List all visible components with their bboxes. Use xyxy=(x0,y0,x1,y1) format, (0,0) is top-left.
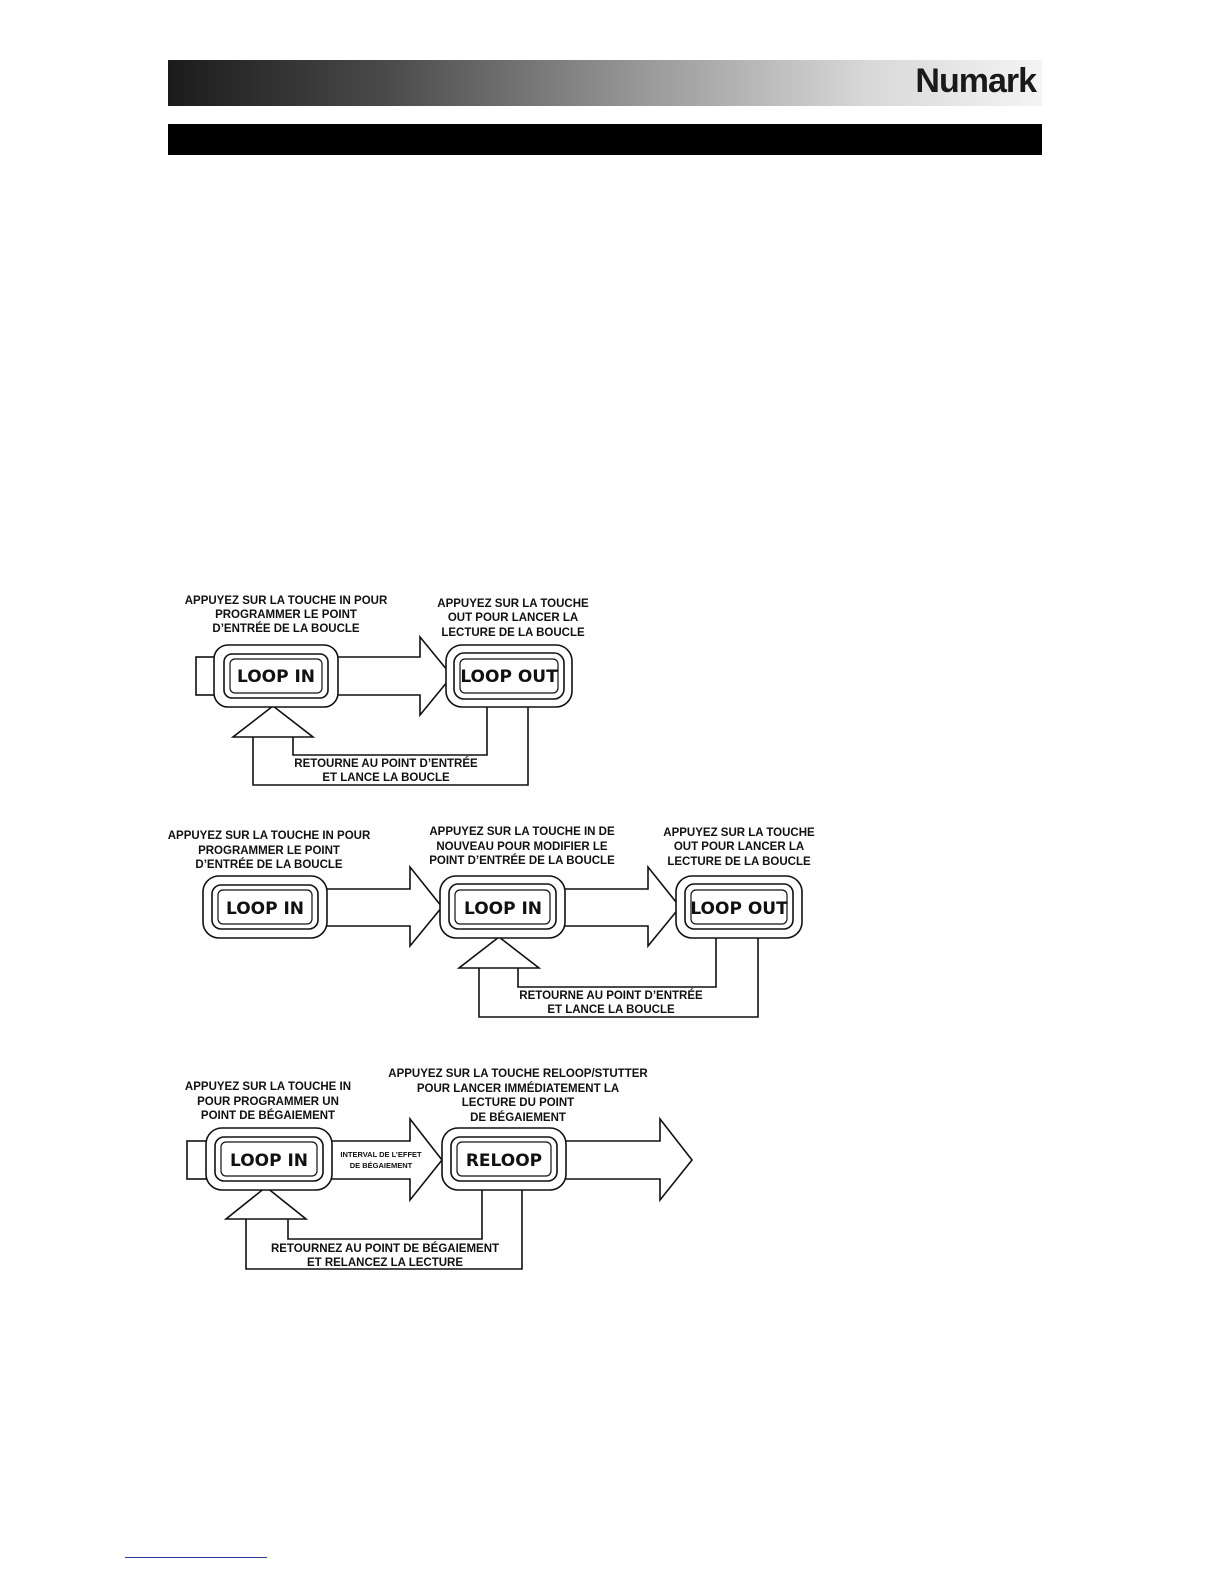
diagram-1-caption-2-line-3: LECTURE DE LA BOUCLE xyxy=(441,627,585,639)
diagram-2-caption-2-line-2: NOUVEAU POUR MODIFIER LE xyxy=(436,841,608,853)
diagram-1-caption-2-line-1: APPUYEZ SUR LA TOUCHE xyxy=(437,598,589,610)
diagram-3-caption-2-line-3: LECTURE DU POINT xyxy=(462,1097,574,1109)
diagram-3-return-outer xyxy=(245,1190,523,1270)
diagram-2-caption-3-line-3: LECTURE DE LA BOUCLE xyxy=(667,856,811,868)
diagram-1-loop-caption-line-2: ET LANCE LA BOUCLE xyxy=(322,772,450,784)
diagram-3 xyxy=(186,1116,694,1270)
diagram-1-return-outer xyxy=(252,706,529,786)
diagram-3-reloop-button xyxy=(441,1127,567,1191)
diagram-2-loop-in-button-2 xyxy=(439,875,566,939)
diagram-1-button-1-label: LOOP IN xyxy=(237,667,315,687)
diagram-2-caption-2-line-3: POINT D’ENTRÉE DE LA BOUCLE xyxy=(429,854,615,867)
diagram-1-loop-out-button xyxy=(445,644,573,708)
diagram-3-caption-2-line-4: DE BÉGAIEMENT xyxy=(470,1111,566,1124)
diagram-2-button-2-label: LOOP IN xyxy=(464,899,542,919)
diagram-3-return-inner xyxy=(287,1190,483,1240)
diagram-3-caption-1-line-1: APPUYEZ SUR LA TOUCHE IN xyxy=(185,1081,351,1093)
diagram-2-caption-3-line-1: APPUYEZ SUR LA TOUCHE xyxy=(663,827,815,839)
diagram-1-loop-caption-line-1: RETOURNE AU POINT D’ENTRÉE xyxy=(294,757,478,770)
diagram-2-loop-in-button-1 xyxy=(202,875,328,939)
diagram-3-caption-1-line-2: POUR PROGRAMMER UN xyxy=(197,1096,339,1108)
header-bar: Numark xyxy=(168,60,1042,106)
diagram-1-caption-2-line-2: OUT POUR LANCER LA xyxy=(448,612,578,624)
diagram-2-caption-2-line-1: APPUYEZ SUR LA TOUCHE IN DE xyxy=(429,826,615,838)
diagram-2-loop-caption-line-1: RETOURNE AU POINT D’ENTRÉE xyxy=(519,989,703,1002)
diagram-1-button-2-label: LOOP OUT xyxy=(460,667,558,687)
brand-logo: Numark xyxy=(915,62,1037,100)
diagram-2-button-1-label: LOOP IN xyxy=(226,899,304,919)
diagram-3-forward-arrow xyxy=(327,1116,444,1203)
diagram-1-caption-1-line-3: D’ENTRÉE DE LA BOUCLE xyxy=(212,622,359,635)
diagram-2-loop-out-button xyxy=(675,875,803,939)
diagram-2-caption-1-line-1: APPUYEZ SUR LA TOUCHE IN POUR xyxy=(168,830,371,842)
diagram-1-loop-in-button xyxy=(213,644,339,708)
diagram-2-return-inner xyxy=(517,937,717,988)
diagram-1-caption-1-line-2: PROGRAMMER LE POINT xyxy=(215,609,357,621)
diagram-3-interval-line-2: DE BÉGAIEMENT xyxy=(350,1161,413,1170)
diagram-1 xyxy=(195,634,573,786)
section-title-bar xyxy=(168,124,1042,155)
diagram-1-return-inner xyxy=(292,706,488,756)
diagram-2-caption-3-line-2: OUT POUR LANCER LA xyxy=(674,841,804,853)
footnote-separator xyxy=(125,1557,267,1558)
diagram-3-button-1-label: LOOP IN xyxy=(230,1151,308,1171)
diagram-3-caption-2-line-2: POUR LANCER IMMÉDIATEMENT LA xyxy=(417,1082,619,1095)
diagram-2-forward-arrow-2 xyxy=(561,864,682,949)
diagram-3-button-2-label: RELOOP xyxy=(466,1151,542,1171)
diagram-3-outgoing-arrow xyxy=(561,1116,694,1203)
diagram-2-loop-caption-line-2: ET LANCE LA BOUCLE xyxy=(547,1004,675,1016)
diagram-3-loop-caption-line-2: ET RELANCEZ LA LECTURE xyxy=(307,1257,463,1269)
diagram-1-return-arrowhead xyxy=(230,704,316,738)
diagram-2-button-3-label: LOOP OUT xyxy=(690,899,788,919)
diagram-3-caption-2-line-1: APPUYEZ SUR LA TOUCHE RELOOP/STUTTER xyxy=(388,1068,648,1080)
diagram-2-caption-1-line-3: D’ENTRÉE DE LA BOUCLE xyxy=(195,858,342,871)
diagram-2 xyxy=(202,864,803,1018)
diagram-3-interval-line-1: INTERVAL DE L’EFFET xyxy=(340,1150,422,1159)
diagram-2-caption-1-line-2: PROGRAMMER LE POINT xyxy=(198,845,340,857)
diagram-3-return-arrowhead xyxy=(223,1185,309,1220)
diagram-1-incoming-arrow xyxy=(195,656,217,696)
diagram-3-loop-caption-line-1: RETOURNEZ AU POINT DE BÉGAIEMENT xyxy=(271,1242,499,1255)
diagram-3-loop-in-button xyxy=(205,1127,333,1191)
diagram-2-forward-arrow-1 xyxy=(321,864,444,949)
diagram-1-forward-arrow xyxy=(334,634,454,718)
diagram-2-return-arrowhead xyxy=(456,935,542,969)
diagram-3-caption-1-line-3: POINT DE BÉGAIEMENT xyxy=(201,1109,335,1122)
diagram-2-return-outer xyxy=(478,937,759,1018)
diagram-1-caption-1-line-1: APPUYEZ SUR LA TOUCHE IN POUR xyxy=(185,595,388,607)
